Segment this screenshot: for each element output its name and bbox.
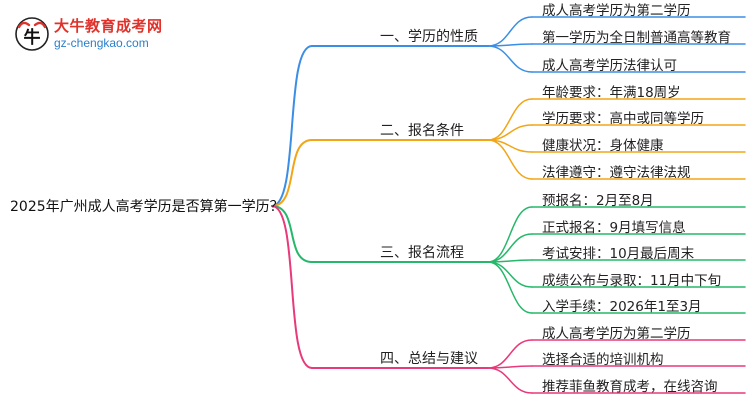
site-name: 大牛教育成考网 xyxy=(54,17,163,35)
site-logo[interactable]: 牛 大牛教育成考网 gz-chengkao.com xyxy=(14,14,164,54)
branch-3-leaf-2-connector xyxy=(487,233,533,263)
branch-3-leaf-3-label: 考试安排：10月最后周末 xyxy=(542,246,695,262)
branch-4-leaf-1-connector xyxy=(487,339,533,369)
branch-1-label: 一、学历的性质 xyxy=(380,29,478,45)
branch-3-leaf-5-connector xyxy=(487,261,533,314)
bull-logo-icon: 牛 xyxy=(15,17,49,51)
branch-3-leaf-4-label: 成绩公布与录取：11月中下旬 xyxy=(542,273,722,289)
branch-2-leaf-1-connector xyxy=(487,98,533,141)
branch-2-leaf-4-connector xyxy=(487,139,533,180)
branch-4-leaf-1-label: 成人高考学历为第二学历 xyxy=(542,326,691,342)
branch-3-connector xyxy=(271,205,313,263)
svg-text:牛: 牛 xyxy=(24,27,41,48)
branch-4-connector xyxy=(271,205,313,369)
root-topic: 2025年广州成人高考学历是否算第一学历？ xyxy=(10,199,284,215)
branch-1-leaf-3-connector xyxy=(487,45,533,73)
branch-4-leaf-3-connector xyxy=(487,367,533,394)
branch-3-label: 三、报名流程 xyxy=(380,245,464,261)
branch-2-leaf-1-label: 年龄要求：年满18周岁 xyxy=(542,85,681,101)
branch-2-connector xyxy=(271,139,313,207)
branch-3-leaf-2-label: 正式报名：9月填写信息 xyxy=(542,220,686,236)
branch-4-leaf-2-label: 选择合适的培训机构 xyxy=(542,352,664,368)
branch-2-leaf-2-label: 学历要求：高中或同等学历 xyxy=(542,111,704,127)
branch-1-leaf-1-connector xyxy=(487,16,533,47)
branch-3-leaf-5-label: 入学手续：2026年1至3月 xyxy=(542,299,702,315)
branch-4-leaf-3-label: 推荐菲鱼教育成考，在线咨询 xyxy=(542,379,718,395)
branch-1-leaf-2-label: 第一学历为全日制普通高等教育 xyxy=(542,30,731,46)
branch-1-leaf-1-label: 成人高考学历为第二学历 xyxy=(542,3,691,19)
branch-3-leaf-1-label: 预报名：2月至8月 xyxy=(542,193,654,209)
branch-2-leaf-3-label: 健康状况：身体健康 xyxy=(542,138,664,154)
branch-4-label: 四、总结与建议 xyxy=(380,351,478,367)
branch-2-leaf-4-label: 法律遵守：遵守法律法规 xyxy=(542,165,691,181)
branch-2-label: 二、报名条件 xyxy=(380,123,464,139)
branch-3-leaf-4-connector xyxy=(487,261,533,288)
branch-1-leaf-3-label: 成人高考学历法律认可 xyxy=(542,58,677,74)
site-url[interactable]: gz-chengkao.com xyxy=(54,36,149,50)
branch-1-connector xyxy=(271,45,313,207)
